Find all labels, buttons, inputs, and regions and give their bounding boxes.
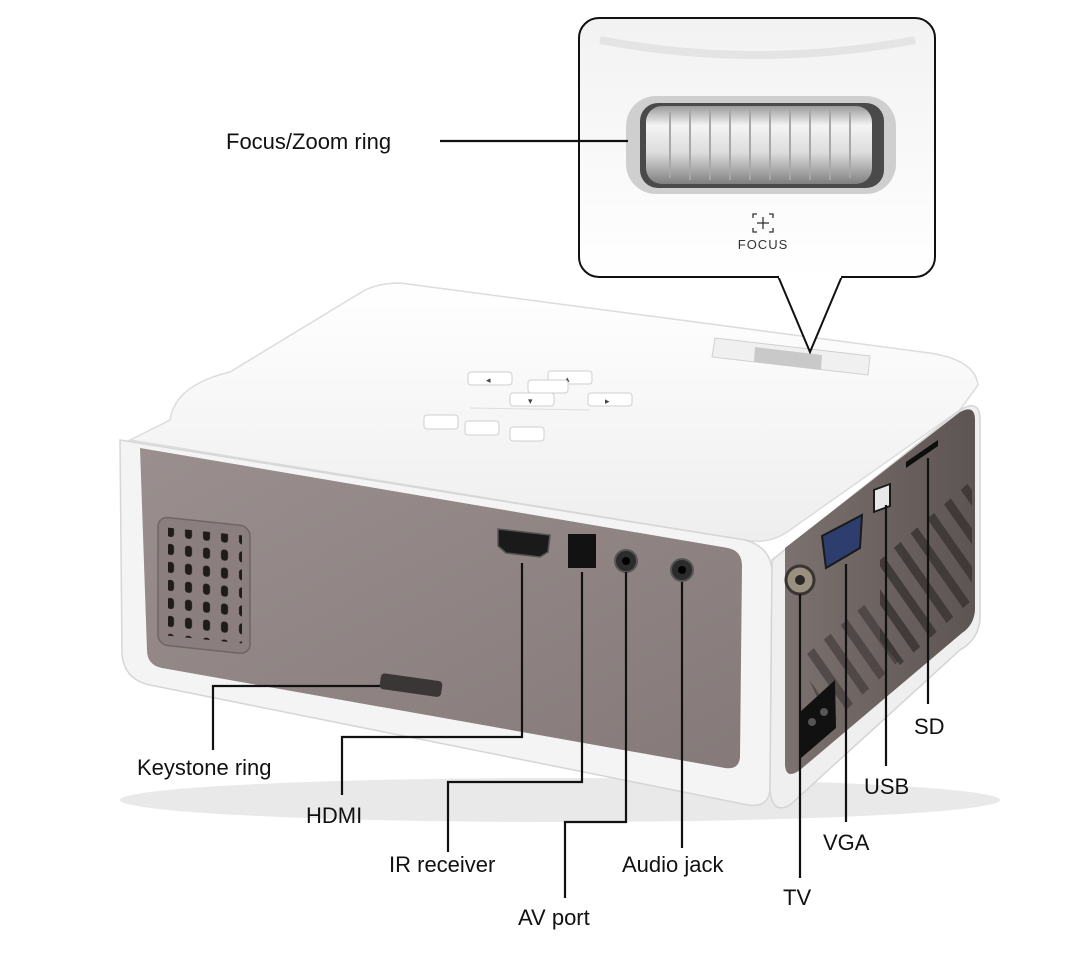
keystone-wheel: [379, 673, 443, 697]
label-focus-zoom-ring: Focus/Zoom ring: [226, 129, 391, 154]
speaker-grille: [157, 516, 251, 655]
label-ir-receiver: IR receiver: [389, 852, 495, 877]
svg-text:▾: ▾: [528, 397, 533, 407]
ports: [379, 440, 938, 758]
svg-text:▴: ▴: [565, 375, 570, 385]
sd-slot: [906, 440, 938, 468]
callout-labels: Focus/Zoom ring Keystone ring HDMI IR re…: [137, 129, 945, 930]
vga-port: [820, 513, 864, 570]
control-buttons: ◂ ▴ ▾ ▸: [423, 370, 633, 442]
body-focus-wheel: [711, 337, 871, 376]
ir-receiver: [568, 534, 596, 568]
focus-inset: FOCUS: [578, 17, 936, 355]
label-sd: SD: [914, 714, 945, 739]
label-vga: VGA: [823, 830, 870, 855]
leader-lines: [211, 139, 930, 898]
label-hdmi: HDMI: [306, 803, 362, 828]
projector-body: [119, 282, 1000, 822]
label-av-port: AV port: [518, 905, 590, 930]
label-audio-jack: Audio jack: [622, 852, 725, 877]
label-keystone-ring: Keystone ring: [137, 755, 272, 780]
focus-zoom-ring: [646, 106, 872, 184]
label-tv: TV: [783, 885, 811, 910]
rear-panel: [140, 448, 742, 769]
focus-mark-text: FOCUS: [738, 237, 789, 252]
usb-port: [873, 482, 891, 514]
label-usb: USB: [864, 774, 909, 799]
focus-icon: [752, 213, 774, 233]
svg-text:◂: ◂: [486, 376, 491, 386]
power-socket: [800, 680, 836, 758]
hdmi-port: [497, 528, 551, 558]
svg-text:▸: ▸: [605, 397, 610, 407]
